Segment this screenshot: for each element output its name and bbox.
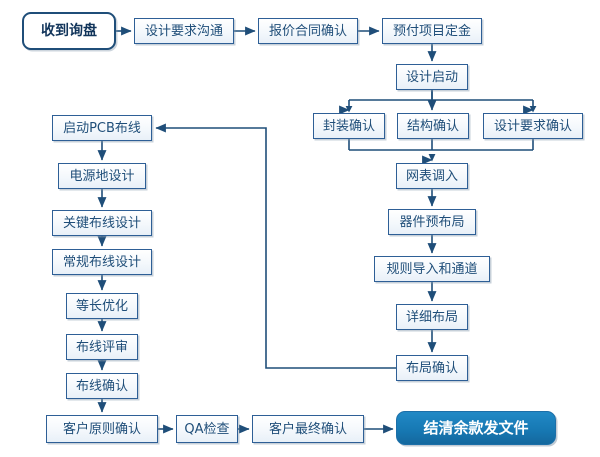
node-customer-principle-confirm[interactable]: 客户原则确认: [46, 415, 158, 443]
node-label: 网表调入: [405, 168, 458, 184]
node-power-ground-design[interactable]: 电源地设计: [58, 163, 146, 189]
node-detailed-placement[interactable]: 详细布局: [396, 304, 468, 330]
node-component-preplacement[interactable]: 器件预布局: [388, 209, 476, 235]
rail-merge-n9: [348, 139, 534, 151]
node-start-pcb-routing[interactable]: 启动PCB布线: [52, 115, 152, 141]
node-label: 预付项目定金: [392, 23, 471, 39]
node-design-requirement-confirm[interactable]: 设计要求确认: [483, 113, 583, 139]
node-label: 等长优化: [75, 298, 128, 314]
node-label: QA检查: [184, 421, 230, 437]
node-routing-review[interactable]: 布线评审: [66, 334, 138, 360]
node-label: 规则导入和通道: [386, 261, 478, 277]
rail-split-n5: [348, 90, 534, 108]
node-quotation-contract-confirm[interactable]: 报价合同确认: [258, 18, 358, 44]
node-critical-routing-design[interactable]: 关键布线设计: [52, 210, 152, 236]
node-structure-confirm[interactable]: 结构确认: [397, 113, 469, 139]
node-placement-confirm[interactable]: 布局确认: [396, 355, 468, 381]
node-label: 设计要求确认: [493, 118, 572, 134]
node-qa-check[interactable]: QA检查: [176, 415, 238, 443]
node-design-requirement-communication[interactable]: 设计要求沟通: [134, 18, 234, 44]
arrow-n5-n8: [529, 106, 537, 113]
node-label: 客户最终确认: [268, 421, 347, 437]
node-rule-import-and-channel[interactable]: 规则导入和通道: [374, 256, 490, 282]
node-length-matching-optimization[interactable]: 等长优化: [66, 293, 138, 319]
node-general-routing-design[interactable]: 常规布线设计: [52, 249, 152, 275]
node-routing-confirm[interactable]: 布线确认: [66, 373, 138, 399]
node-label: 结构确认: [406, 118, 459, 134]
node-label: 设计要求沟通: [144, 23, 223, 39]
edge-n13-n14-feedback: [155, 123, 396, 369]
node-label: 客户原则确认: [62, 421, 141, 437]
node-label: 布线确认: [75, 378, 128, 394]
node-customer-final-confirm[interactable]: 客户最终确认: [252, 415, 364, 443]
node-label: 结清余款发文件: [423, 418, 529, 437]
node-start-inquiry-received[interactable]: 收到询盘: [22, 12, 116, 50]
node-prepay-project-deposit[interactable]: 预付项目定金: [382, 18, 482, 44]
node-label: 封装确认: [322, 118, 375, 134]
node-label: 电源地设计: [69, 168, 135, 184]
node-label: 关键布线设计: [62, 215, 141, 231]
arrow-n5-n6: [345, 106, 353, 113]
node-label: 布线评审: [75, 339, 128, 355]
node-label: 报价合同确认: [268, 23, 347, 39]
node-label: 详细布局: [405, 309, 458, 325]
node-label: 布局确认: [405, 360, 458, 376]
node-package-confirm[interactable]: 封装确认: [313, 113, 385, 139]
node-end-settle-balance-deliver-files[interactable]: 结清余款发文件: [396, 411, 556, 445]
node-design-kickoff[interactable]: 设计启动: [396, 64, 468, 90]
node-label: 启动PCB布线: [63, 120, 141, 136]
node-label: 常规布线设计: [62, 254, 141, 270]
node-label: 器件预布局: [399, 214, 465, 230]
node-label: 设计启动: [405, 69, 458, 85]
arrow-merge-n9: [428, 154, 436, 162]
node-label: 收到询盘: [41, 23, 97, 39]
node-netlist-import[interactable]: 网表调入: [396, 163, 468, 189]
